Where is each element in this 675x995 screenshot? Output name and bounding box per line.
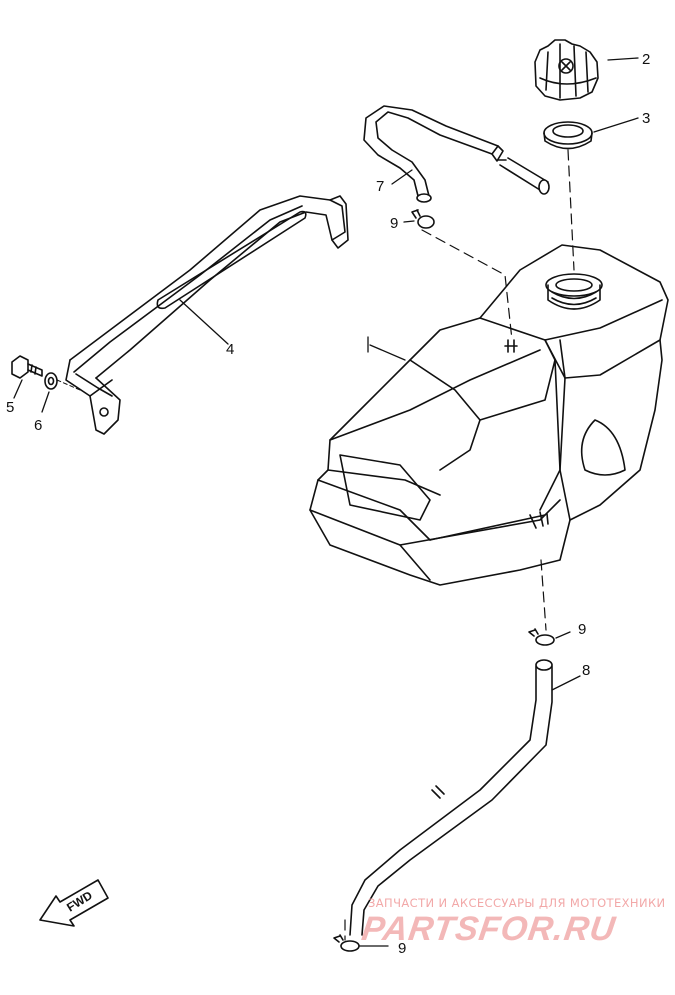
fuel-cap xyxy=(534,39,599,101)
hose-clip-top xyxy=(403,209,435,229)
callout-clip-bottom: 9 xyxy=(398,940,406,957)
callout-fuel-hose: 8 xyxy=(582,662,590,679)
mounting-bracket xyxy=(65,195,349,435)
fuel-hose xyxy=(349,659,581,936)
vent-hose xyxy=(363,105,550,203)
callout-gasket: 3 xyxy=(642,110,650,127)
forward-direction-arrow xyxy=(39,879,109,927)
hose-clip-middle xyxy=(528,628,571,646)
bolt xyxy=(11,355,43,399)
fuel-tank xyxy=(309,244,669,586)
callout-bracket: 4 xyxy=(226,341,234,358)
callout-clip-middle: 9 xyxy=(578,621,586,638)
callout-cap: 2 xyxy=(642,51,650,68)
washer xyxy=(41,372,81,413)
watermark-tagline: ЗАПЧАСТИ И АКСЕССУАРЫ ДЛЯ МОТОТЕХНИКИ xyxy=(368,896,666,910)
callout-washer: 6 xyxy=(34,417,42,434)
cap-gasket xyxy=(543,121,593,150)
callout-vent-hose: 7 xyxy=(376,178,384,195)
hose-clip-bottom xyxy=(333,934,389,952)
watermark-logo: PARTSFOR.RU xyxy=(359,910,619,948)
callout-bolt: 5 xyxy=(6,399,14,416)
alignment-lines xyxy=(344,149,575,941)
callout-clip-top: 9 xyxy=(390,215,398,232)
